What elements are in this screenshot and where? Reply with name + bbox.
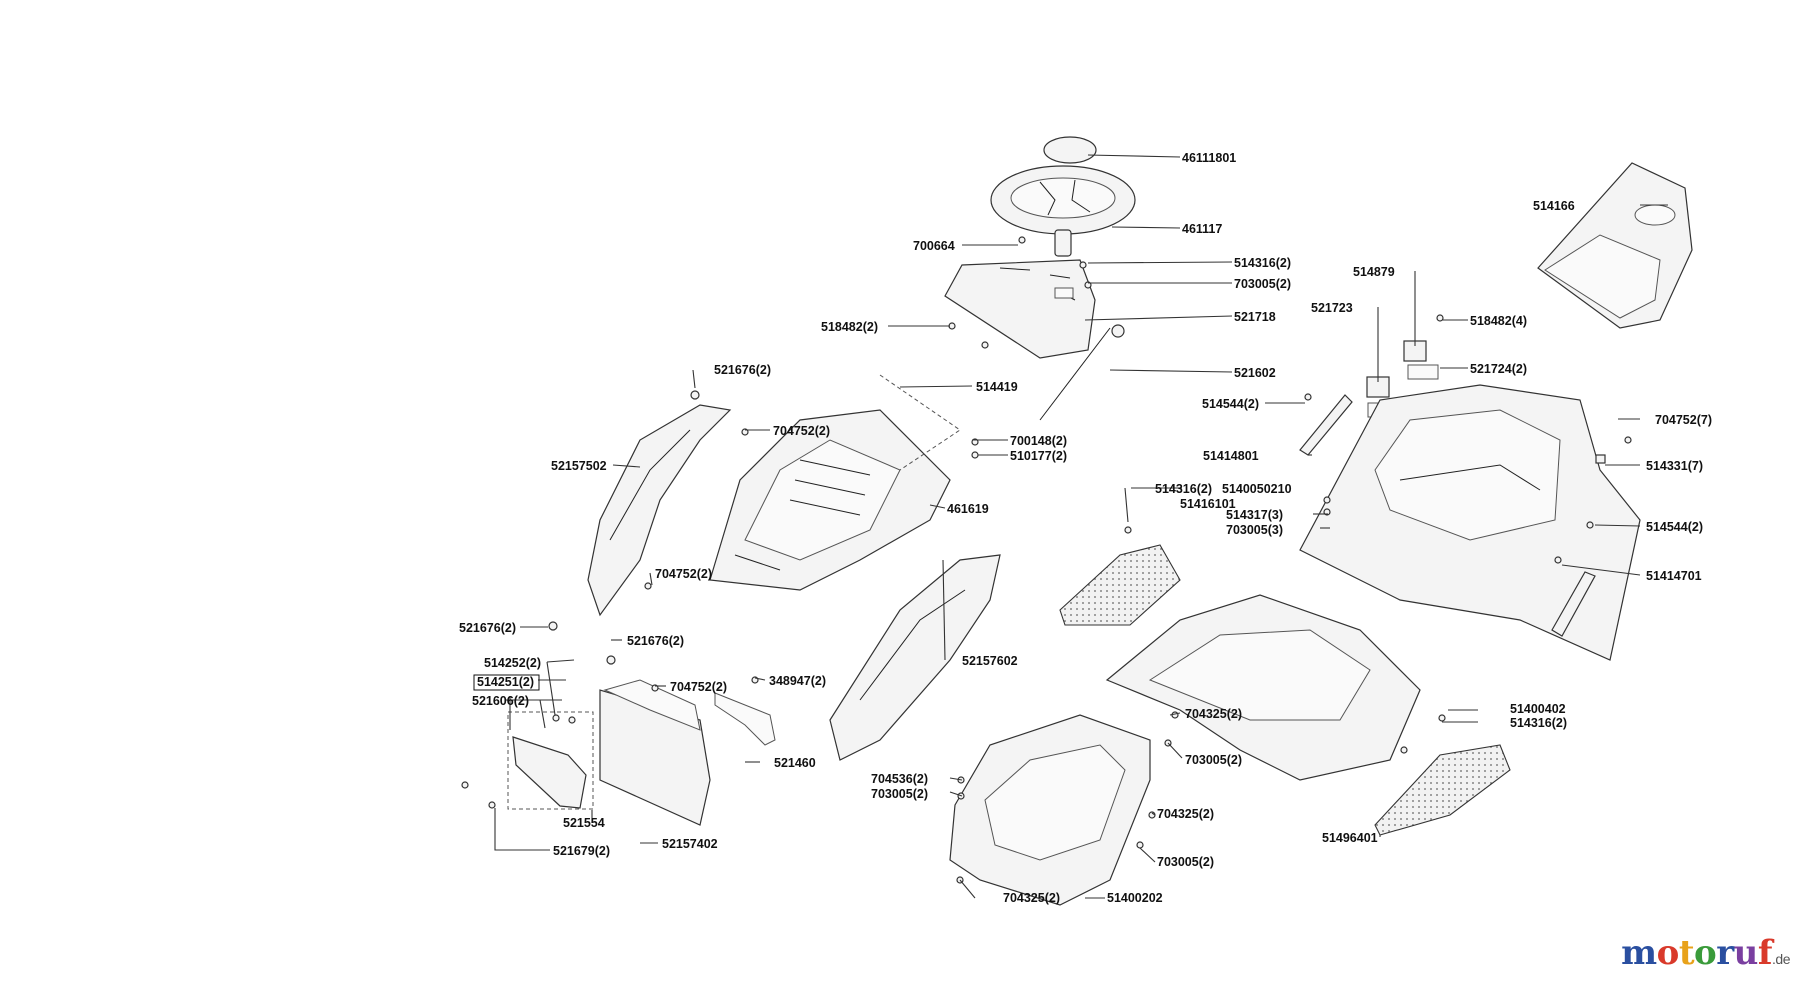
highlight-box-514251	[473, 674, 540, 691]
right-footrest	[1374, 744, 1511, 836]
label-510177-2: 510177(2)	[1010, 449, 1067, 463]
front-grille	[507, 711, 594, 810]
label-700664: 700664	[913, 239, 955, 253]
label-704752-7: 704752(7)	[1655, 413, 1712, 427]
label-521606-2: 521606(2)	[472, 694, 529, 708]
label-514251-2: 514251(2)	[477, 675, 534, 689]
label-461117: 461117	[1182, 222, 1222, 236]
label-521676-2-c: 521676(2)	[627, 634, 684, 648]
throttle-rod	[1039, 324, 1125, 421]
label-521723: 521723	[1311, 301, 1353, 315]
label-514316-2-a: 514316(2)	[1234, 256, 1291, 270]
side-trim-right	[1551, 571, 1596, 637]
label-5140050210: 5140050210	[1222, 482, 1292, 496]
label-521724-2: 521724(2)	[1470, 362, 1527, 376]
label-518482-4: 518482(4)	[1470, 314, 1527, 328]
label-461619: 461619	[947, 502, 989, 516]
label-704536-2: 704536(2)	[871, 772, 928, 786]
label-52157602: 52157602	[962, 654, 1018, 668]
label-51416101: 51416101	[1180, 497, 1236, 511]
label-514317-3: 514317(3)	[1226, 508, 1283, 522]
label-704325-2-c: 704325(2)	[1003, 891, 1060, 905]
left-footrest	[1059, 544, 1181, 626]
hardware	[461, 236, 1632, 884]
side-trim-left	[1299, 394, 1353, 456]
label-514316-2-b: 514316(2)	[1155, 482, 1212, 496]
brand-letter: u	[1733, 933, 1759, 973]
label-704325-2-a: 704325(2)	[1185, 707, 1242, 721]
label-703005-2-a: 703005(2)	[1234, 277, 1291, 291]
label-704752-2-c: 704752(2)	[670, 680, 727, 694]
label-704325-2-b: 704325(2)	[1157, 807, 1214, 821]
brand-tld: .de	[1772, 951, 1790, 967]
label-703005-2-c: 703005(2)	[871, 787, 928, 801]
label-52157402: 52157402	[662, 837, 718, 851]
switch-right	[1403, 340, 1439, 380]
label-514544-2-b: 514544(2)	[1646, 520, 1703, 534]
rear-body	[1299, 384, 1641, 661]
leader-lines	[494, 154, 1668, 899]
label-514166: 514166	[1533, 199, 1575, 213]
label-514544-2-a: 514544(2)	[1202, 397, 1259, 411]
label-704752-2-b: 704752(2)	[655, 567, 712, 581]
label-703005-3: 703005(3)	[1226, 523, 1283, 537]
label-514252-2: 514252(2)	[484, 656, 541, 670]
label-704752-2-a: 704752(2)	[773, 424, 830, 438]
brand-wordmark: motoruf	[1621, 933, 1772, 973]
label-514879: 514879	[1353, 265, 1395, 279]
steering-wheel-cap	[1043, 136, 1097, 164]
label-348947-2: 348947(2)	[769, 674, 826, 688]
floor-pan	[1105, 594, 1421, 781]
front-hood	[709, 409, 951, 591]
brand-letter: o	[1656, 933, 1680, 973]
front-bumper	[599, 679, 711, 826]
label-703005-2-b: 703005(2)	[1185, 753, 1242, 767]
label-521676-2-a: 521676(2)	[714, 363, 771, 377]
label-51496401: 51496401	[1322, 831, 1378, 845]
label-521718: 521718	[1234, 310, 1276, 324]
label-514316-2-c: 514316(2)	[1510, 716, 1567, 730]
steering-wheel	[990, 165, 1136, 257]
bracket-521460	[714, 692, 776, 746]
part-labels: 46111801 461117 700664 514316(2) 703005(…	[459, 151, 1712, 905]
brand-letter: o	[1694, 933, 1717, 973]
brand-letter: t	[1678, 933, 1695, 973]
label-521460: 521460	[774, 756, 816, 770]
brand-letter: f	[1757, 933, 1773, 973]
label-703005-2-d: 703005(2)	[1157, 855, 1214, 869]
label-521602: 521602	[1234, 366, 1276, 380]
label-51400402: 51400402	[1510, 702, 1566, 716]
front-floor	[949, 714, 1151, 906]
label-700148-2: 700148(2)	[1010, 434, 1067, 448]
label-46111801: 46111801	[1182, 151, 1236, 165]
label-51414701: 51414701	[1646, 569, 1702, 583]
label-51414801: 51414801	[1203, 449, 1259, 463]
label-521676-2-b: 521676(2)	[459, 621, 516, 635]
brand-letter: r	[1716, 933, 1734, 973]
right-fender	[829, 554, 1001, 761]
label-51400202: 51400202	[1107, 891, 1163, 905]
label-514331-7: 514331(7)	[1646, 459, 1703, 473]
seat	[1537, 162, 1693, 329]
dashboard-panel	[944, 259, 1096, 359]
label-514419: 514419	[976, 380, 1018, 394]
brand-logo: motoruf.de	[1621, 933, 1790, 973]
brand-letter: m	[1621, 933, 1657, 973]
left-fender	[587, 404, 732, 617]
label-521554: 521554	[563, 816, 605, 830]
label-518482-2: 518482(2)	[821, 320, 878, 334]
label-521679-2: 521679(2)	[553, 844, 610, 858]
label-52157502: 52157502	[551, 459, 607, 473]
